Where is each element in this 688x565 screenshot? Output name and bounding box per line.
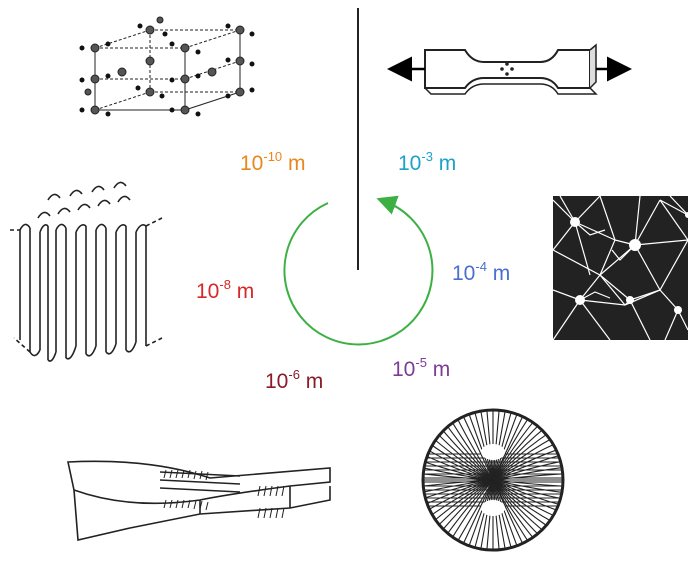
spherulite-spoke — [444, 479, 494, 538]
scale-label-1e-8: 10-8 m — [196, 277, 255, 303]
single-spherulite-icon — [421, 408, 565, 552]
spherulite-spoke — [444, 422, 494, 481]
scale-label-1e-3: 10-3 m — [398, 149, 457, 175]
spherulite-network-icon — [553, 196, 688, 340]
lamellar-stack-icon — [67, 460, 331, 541]
spherulite-spoke — [439, 479, 494, 534]
scale-label-1e-5: 10-5 m — [392, 355, 451, 381]
spherulite-spoke — [492, 479, 555, 524]
cycle-arrow-icon — [283, 195, 434, 346]
spherulite-spoke — [492, 441, 559, 481]
tensile-specimen-icon — [387, 43, 632, 95]
scale-label-1e-6: 10-6 m — [265, 367, 324, 393]
folded-chain-lamellae-icon — [10, 181, 163, 362]
spherulite-spoke — [492, 479, 559, 519]
spherulite-spoke — [492, 479, 562, 513]
crystal-unit-cell-icon — [79, 16, 255, 117]
spherulite-spoke — [449, 479, 494, 542]
spherulite-spoke — [492, 466, 563, 481]
scale-label-1e-10: 10-10 m — [240, 149, 306, 175]
spherulite-spoke — [439, 426, 494, 481]
spherulite-spoke — [492, 436, 555, 481]
scale-label-1e-4: 10-4 m — [452, 259, 511, 285]
spherulite-spoke — [492, 479, 563, 494]
spherulite-spoke — [449, 418, 494, 481]
spherulite-spoke — [492, 447, 562, 481]
spherulite-spoke — [455, 414, 494, 481]
